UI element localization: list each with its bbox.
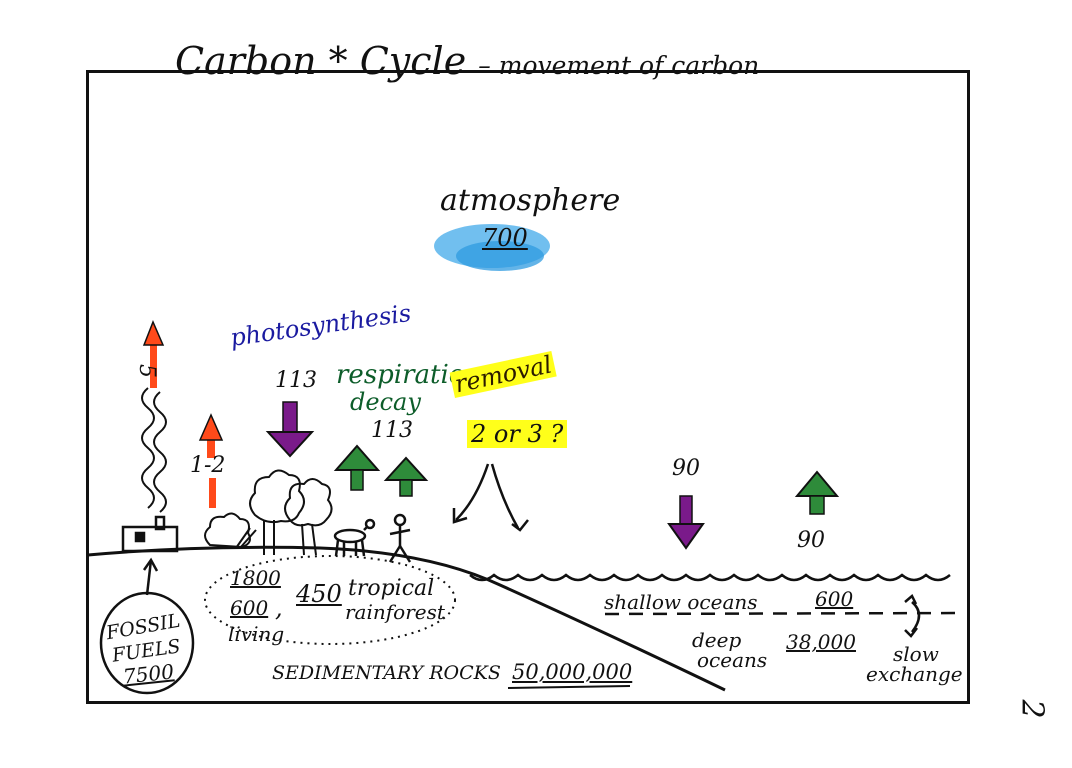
page-title: Carbon * Cycle – movement of carbon bbox=[175, 42, 759, 80]
separator-comma: , bbox=[275, 594, 283, 622]
deep-oceans-label-2: oceans bbox=[697, 648, 768, 672]
slow-exchange-arrow bbox=[904, 594, 921, 638]
respiration-arrow bbox=[383, 456, 429, 497]
atmosphere-cloud bbox=[434, 224, 550, 271]
living-carbon-outline bbox=[204, 555, 456, 645]
ocean-uptake-value: 90 bbox=[672, 456, 700, 481]
title-subtitle: – movement of carbon bbox=[478, 51, 760, 80]
animal-icon bbox=[333, 518, 376, 557]
living-label: living bbox=[228, 622, 285, 646]
fossil-fuels-value: 7500 bbox=[121, 659, 176, 689]
sedimentary-label: SEDIMENTARY ROCKS bbox=[272, 662, 501, 684]
atmosphere-label: atmosphere bbox=[440, 183, 621, 218]
page-number: 2 bbox=[1014, 699, 1050, 719]
ocean-surface-waves bbox=[469, 573, 951, 582]
tropical-label: tropical bbox=[348, 576, 435, 601]
slow-exchange-label-2: exchange bbox=[866, 662, 963, 686]
smoke-icon bbox=[141, 387, 167, 513]
fossil-emission-arrow bbox=[142, 320, 165, 388]
shallow-oceans-label: shallow oceans bbox=[604, 590, 758, 614]
rainforest-label: rainforest bbox=[345, 600, 445, 624]
photosynthesis-arrow bbox=[265, 401, 315, 458]
person-icon bbox=[388, 513, 412, 563]
fossil-emission-value: 5 bbox=[134, 364, 159, 378]
ocean-release-value: 90 bbox=[797, 528, 825, 553]
ground-line bbox=[87, 545, 726, 692]
ocean-uptake-arrow bbox=[667, 495, 705, 550]
removal-arrows bbox=[452, 463, 529, 532]
decay-label: decay bbox=[350, 388, 421, 416]
sedimentary-value: 50,000,000 bbox=[512, 660, 633, 684]
removal-value: 2 or 3 ? bbox=[467, 420, 568, 448]
tropical-value: 450 bbox=[296, 580, 342, 608]
deep-oceans-value: 38,000 bbox=[786, 630, 856, 654]
land-total-value: 1800 bbox=[230, 566, 281, 590]
shallow-oceans-value: 600 bbox=[815, 587, 854, 611]
factory-icon bbox=[121, 515, 179, 553]
shallow-deep-divider bbox=[604, 611, 966, 616]
living-value: 600 bbox=[230, 596, 269, 620]
photosynthesis-value: 113 bbox=[275, 368, 317, 393]
deep-oceans-label-1: deep bbox=[692, 628, 742, 652]
diagram-frame bbox=[86, 70, 970, 704]
respiration-arrow bbox=[333, 444, 381, 491]
tree-icon bbox=[249, 469, 305, 555]
tree-icon bbox=[284, 478, 333, 556]
slow-exchange-label-1: slow bbox=[893, 642, 939, 666]
ocean-release-arrow bbox=[794, 470, 840, 515]
fossil-extraction-arrow bbox=[142, 557, 159, 596]
deforestation-arrow bbox=[198, 413, 224, 508]
respiration-value: 113 bbox=[371, 418, 413, 443]
atmosphere-value: 700 bbox=[482, 224, 528, 252]
title-main: Carbon * Cycle bbox=[175, 39, 467, 83]
sedimentary-underline bbox=[507, 685, 631, 689]
bush-icon bbox=[204, 512, 257, 549]
deforestation-value: 1-2 bbox=[190, 453, 226, 478]
